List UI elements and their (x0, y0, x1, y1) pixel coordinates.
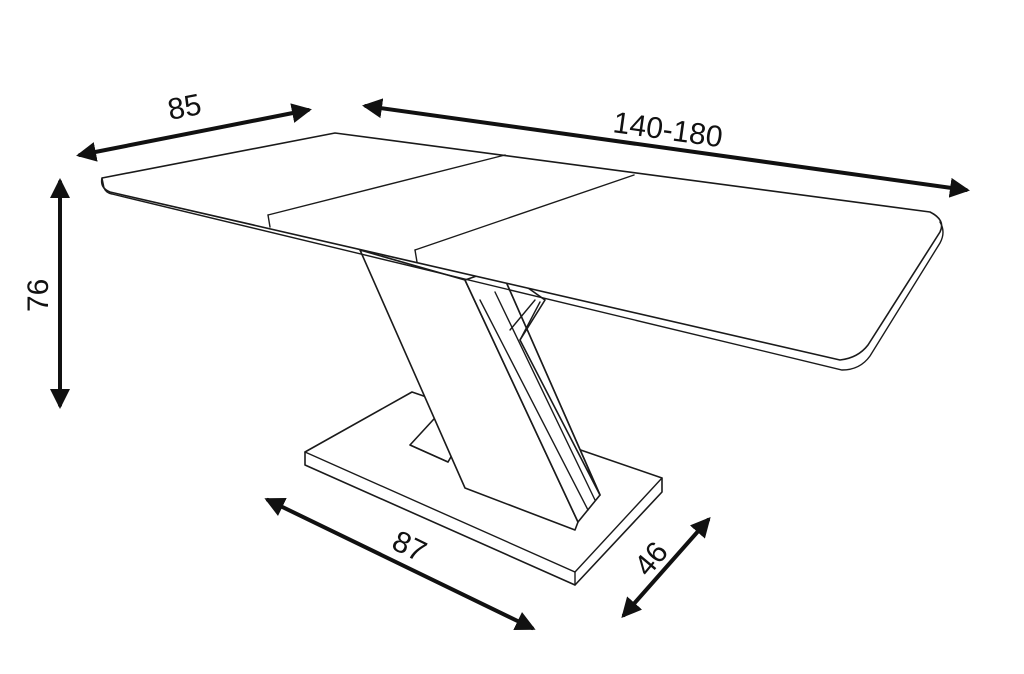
dimension-base-depth-label: 46 (628, 536, 675, 583)
dimension-depth-top-label: 85 (165, 88, 204, 127)
dimension-height-label: 76 (22, 279, 55, 312)
dimension-base-depth: 46 (621, 517, 711, 618)
dimension-depth-top: 85 (76, 88, 312, 162)
dimension-height: 76 (22, 178, 70, 409)
